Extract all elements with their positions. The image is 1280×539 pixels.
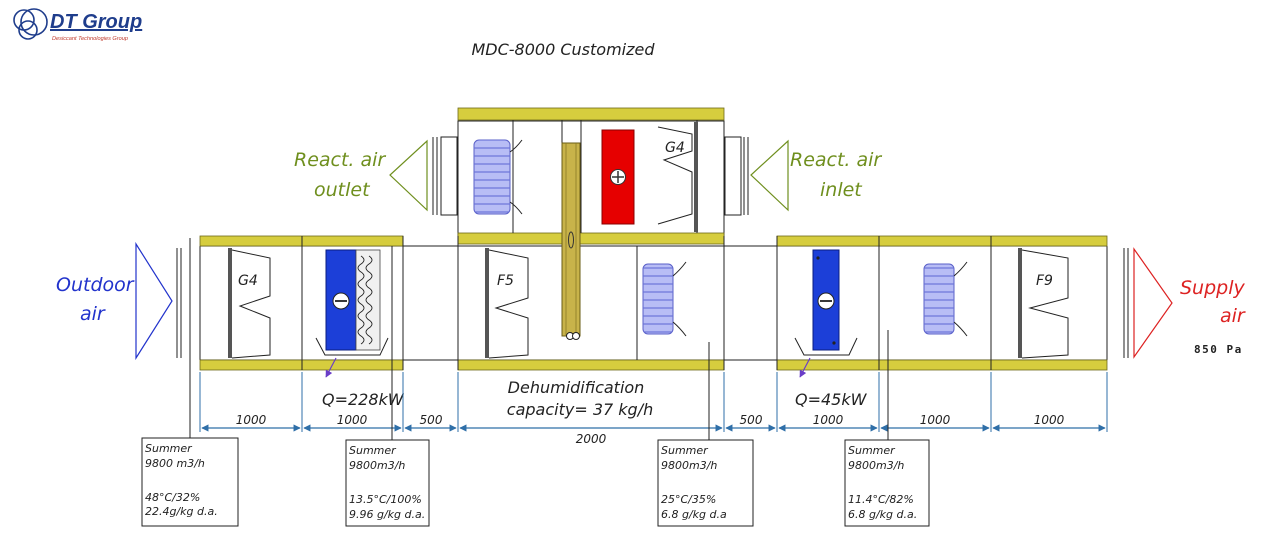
state-box-1: Summer 9800 m3/h 48°C/32% 22.4g/kg d.a.	[141, 437, 239, 527]
supply-line1: Supply	[1180, 277, 1246, 299]
dim-2: 1000	[337, 413, 368, 427]
state-2-moist: 9.96 g/kg d.a.	[349, 508, 425, 521]
outdoor-line2: air	[80, 303, 106, 325]
f9-label: F9	[1036, 273, 1053, 289]
dim-4: 2000	[576, 432, 607, 446]
cooling-coil-2	[794, 249, 858, 378]
reactivation-outlet: React. air outlet	[294, 139, 428, 212]
state-box-4: Summer 9800m3/h 11.4°C/82% 6.8 g/kg d.a.	[844, 439, 930, 527]
dim-3: 500	[420, 413, 443, 427]
logo-tagline: Desiccant Technologies Group	[52, 36, 128, 42]
state-4-temp: 11.4°C/82%	[848, 493, 914, 506]
state-1-season: Summer	[145, 442, 193, 455]
supply-line2: air	[1220, 305, 1246, 327]
g4-top-label: G4	[665, 140, 685, 156]
react-outlet-line2: outlet	[314, 179, 371, 201]
g4-left-label: G4	[238, 273, 258, 289]
cooling-capacity-1: Q=228kW	[322, 390, 405, 409]
f5-label: F5	[497, 273, 514, 289]
dim-5: 500	[740, 413, 763, 427]
f5-filter: F5	[485, 248, 529, 359]
reactivation-fan	[473, 139, 523, 215]
outdoor-line1: Outdoor	[56, 274, 135, 296]
state-1-temp: 48°C/32%	[145, 491, 200, 504]
state-4-season: Summer	[848, 444, 896, 457]
state-box-2: Summer 9800m3/h 13.5°C/100% 9.96 g/kg d.…	[345, 439, 430, 527]
desiccant-rotor	[561, 142, 581, 340]
supply-pressure: 850 Pa	[1194, 343, 1243, 356]
state-2-temp: 13.5°C/100%	[349, 493, 422, 506]
dt-group-logo: DT Group Desiccant Technologies Group	[13, 8, 142, 42]
process-fan-1	[642, 261, 687, 337]
reactivation-heater	[601, 129, 635, 225]
state-2-season: Summer	[349, 444, 397, 457]
cooling-coil-1	[315, 249, 389, 378]
state-1-moist: 22.4g/kg d.a.	[145, 505, 218, 518]
reactivation-inlet: React. air inlet	[750, 139, 882, 212]
g4-filter-outdoor: G4	[228, 248, 271, 359]
supply-air-outlet: Supply air 850 Pa	[1133, 247, 1246, 359]
cooling-capacity-2: Q=45kW	[795, 390, 868, 409]
f9-filter: F9	[1018, 248, 1069, 359]
state-3-temp: 25°C/35%	[661, 493, 716, 506]
state-1-flow: 9800 m3/h	[145, 457, 205, 470]
react-outlet-line1: React. air	[294, 149, 386, 171]
main-air-line: G4 F5	[176, 142, 1129, 378]
dimension-line: 1000 1000 500 2000 500 1000 1000 1000	[199, 372, 1108, 446]
state-3-moist: 6.8 g/kg d.a	[661, 508, 727, 521]
outdoor-air-inlet: Outdoor air	[56, 241, 173, 361]
dehumid-line1: Dehumidification	[508, 378, 645, 397]
reactivation-section: G4	[432, 107, 749, 245]
process-fan-2	[923, 261, 968, 337]
dim-1: 1000	[236, 413, 267, 427]
dim-6: 1000	[813, 413, 844, 427]
state-3-flow: 9800m3/h	[661, 459, 717, 472]
state-4-flow: 9800m3/h	[848, 459, 904, 472]
logo-name: DT Group	[50, 11, 142, 33]
dim-8: 1000	[1034, 413, 1065, 427]
state-4-moist: 6.8 g/kg d.a.	[848, 508, 917, 521]
dim-7: 1000	[920, 413, 951, 427]
dehumid-line2: capacity= 37 kg/h	[507, 400, 653, 419]
diagram-title: MDC-8000 Customized	[471, 40, 655, 59]
state-2-flow: 9800m3/h	[349, 459, 405, 472]
state-3-season: Summer	[661, 444, 709, 457]
state-box-3: Summer 9800m3/h 25°C/35% 6.8 g/kg d.a	[657, 439, 754, 527]
g4-filter-reactivation: G4	[657, 126, 693, 225]
react-inlet-line2: inlet	[820, 179, 863, 201]
react-inlet-line1: React. air	[790, 149, 882, 171]
